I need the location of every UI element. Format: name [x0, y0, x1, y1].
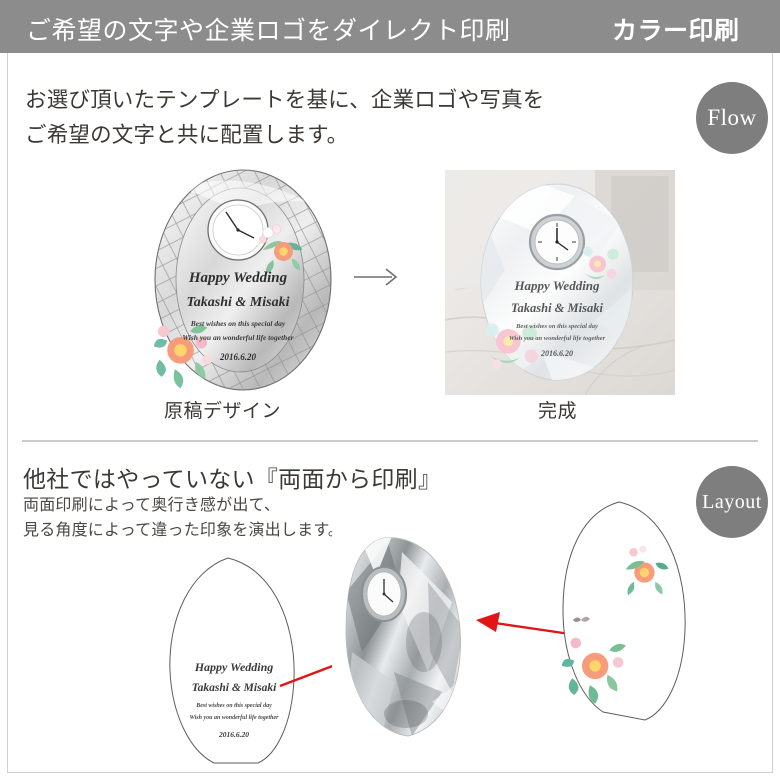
photo-engraving-line2: Takashi & Misaki — [511, 301, 603, 315]
flow-badge-label: Flow — [707, 105, 757, 130]
section2-body: 両面印刷によって奥行き感が出て、 見る角度によって違った印象を演出します。 — [23, 493, 543, 543]
flower-decoration-bottom — [153, 325, 212, 389]
caption-finished: 完成 — [537, 400, 577, 422]
caption-design-draft: 原稿デザイン — [163, 400, 281, 422]
finished-product-photo: Happy Wedding Takashi & Misaki Best wish… — [445, 170, 675, 395]
front-side-outline: Happy Wedding Takashi & Misaki Best wish… — [169, 557, 295, 764]
design-draft-illustration: Happy Wedding Takashi & Misaki Best wish… — [153, 169, 332, 391]
engraving-line4: Wish you an wonderful life together — [182, 333, 293, 342]
layout-badge: Layout — [696, 466, 768, 538]
photo-engraving-line4: Wish you an wonderful life together — [509, 335, 606, 342]
engraving-line5: 2016.6.20 — [219, 352, 257, 362]
header-bar: ご希望の文字や企業ロゴをダイレクト印刷 カラー印刷 — [0, 0, 780, 53]
front-engraving-group: Happy Wedding Takashi & Misaki Best wish… — [190, 660, 280, 739]
header-subtitle: カラー印刷 — [612, 16, 740, 45]
photo-engraving-line1: Happy Wedding — [513, 278, 600, 293]
engraving-text-group: Happy Wedding Takashi & Misaki Best wish… — [182, 270, 293, 362]
section1-lead-text: お選び頂いたテンプレートを基に、企業ロゴや写真を ご希望の文字と共に配置します。 — [25, 84, 665, 154]
clock-face — [207, 199, 269, 261]
red-arrow-icon-right — [476, 612, 571, 636]
section1-lead-line1: お選び頂いたテンプレートを基に、企業ロゴや写真を — [25, 88, 545, 113]
section2-body-line1: 両面印刷によって奥行き感が出て、 — [23, 495, 281, 514]
front-engraving-line2: Takashi & Misaki — [192, 682, 277, 694]
section2-body-line2: 見る角度によって違った印象を演出します。 — [23, 519, 345, 539]
engraving-line1: Happy Wedding — [188, 270, 288, 286]
front-engraving-line4: Wish you an wonderful life together — [190, 715, 280, 721]
front-engraving-line3: Best wishes on this special day — [195, 703, 272, 709]
photo-engraving-line5: 2016.6.20 — [540, 349, 573, 358]
flower-decoration-top — [259, 224, 303, 274]
flow-badge: Flow — [696, 82, 768, 154]
section2-title: 他社ではやっていない『両面から印刷』 — [23, 467, 442, 493]
right-arrow-icon — [354, 268, 398, 286]
content-frame — [7, 53, 773, 773]
front-engraving-line5: 2016.6.20 — [218, 730, 249, 739]
front-engraving-line1: Happy Wedding — [194, 660, 274, 674]
back-side-outline — [561, 501, 686, 721]
section-divider — [22, 440, 758, 442]
section1-lead-line2: ご希望の文字と共に配置します。 — [25, 122, 349, 148]
angled-crystal-photo — [332, 532, 482, 742]
photo-engraving-line3: Best wishes on this special day — [515, 323, 598, 330]
butterfly-mark — [573, 616, 590, 622]
layout-badge-label: Layout — [702, 490, 762, 513]
engraving-line3: Best wishes on this special day — [190, 319, 286, 328]
engraving-line2: Takashi & Misaki — [187, 295, 290, 310]
flower-decoration-back-bottom — [561, 637, 626, 704]
flower-decoration-back-top — [625, 545, 669, 596]
page-title: ご希望の文字や企業ロゴをダイレクト印刷 — [26, 16, 511, 45]
